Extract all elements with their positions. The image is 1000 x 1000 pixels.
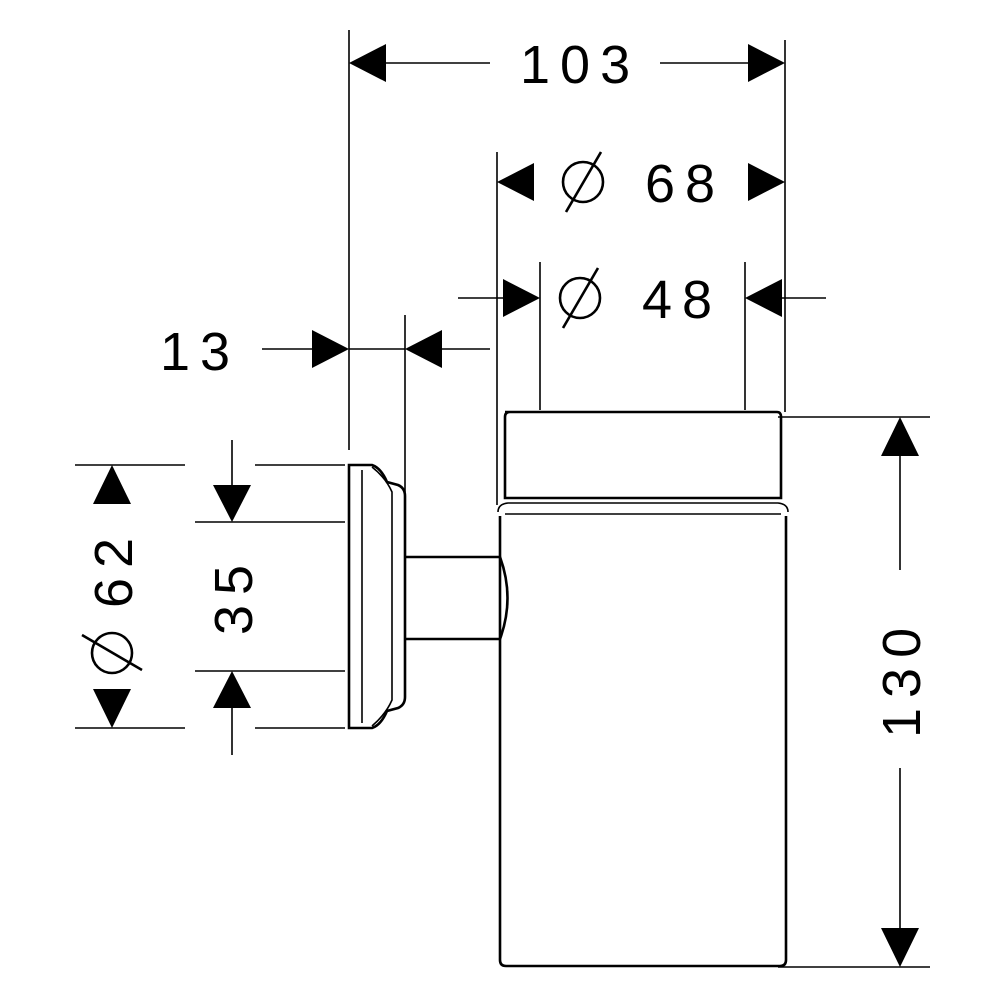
arrowhead-up xyxy=(881,417,919,456)
dimension-total-height: 130 xyxy=(872,417,932,967)
arrowhead-right xyxy=(748,163,785,201)
arrowhead-left xyxy=(497,163,534,201)
dimension-arm-height: 35 xyxy=(204,440,264,755)
diameter-symbol-icon xyxy=(81,631,143,675)
arrowhead-left xyxy=(349,44,386,82)
diameter-symbol-icon xyxy=(558,267,602,329)
arrowhead-down xyxy=(213,485,251,522)
diameter-symbol-icon xyxy=(561,151,605,213)
holder-ring xyxy=(497,410,789,515)
arrowhead-left xyxy=(405,330,442,368)
dimension-label-130: 130 xyxy=(872,618,932,738)
arrowhead-right xyxy=(312,330,349,368)
dimension-overall-width: 103 xyxy=(349,35,785,95)
connecting-arm xyxy=(405,555,509,641)
dimension-label-62: 62 xyxy=(84,528,144,608)
dimension-label-68: 68 xyxy=(645,154,725,214)
dimension-label-103: 103 xyxy=(520,35,640,95)
extension-lines xyxy=(75,30,930,968)
arrowhead-down xyxy=(881,928,919,967)
arrowhead-up xyxy=(213,671,251,708)
tumbler-glass xyxy=(498,516,788,968)
dimension-plate-diameter: 62 xyxy=(81,465,144,728)
product-outline xyxy=(347,410,789,968)
dimension-label-48: 48 xyxy=(642,270,722,330)
dimension-outer-diameter: 68 xyxy=(497,151,785,214)
arrowhead-down xyxy=(93,689,131,728)
arrowhead-right xyxy=(745,279,782,317)
dimension-inner-diameter: 48 xyxy=(458,267,826,330)
dimension-plate-depth: 13 xyxy=(160,322,490,382)
arrowhead-up xyxy=(93,465,131,504)
arrowhead-left xyxy=(503,279,540,317)
dimension-label-35: 35 xyxy=(204,555,264,635)
arrowhead-right xyxy=(748,44,785,82)
dimension-label-13: 13 xyxy=(160,322,240,382)
wall-plate xyxy=(347,463,407,730)
